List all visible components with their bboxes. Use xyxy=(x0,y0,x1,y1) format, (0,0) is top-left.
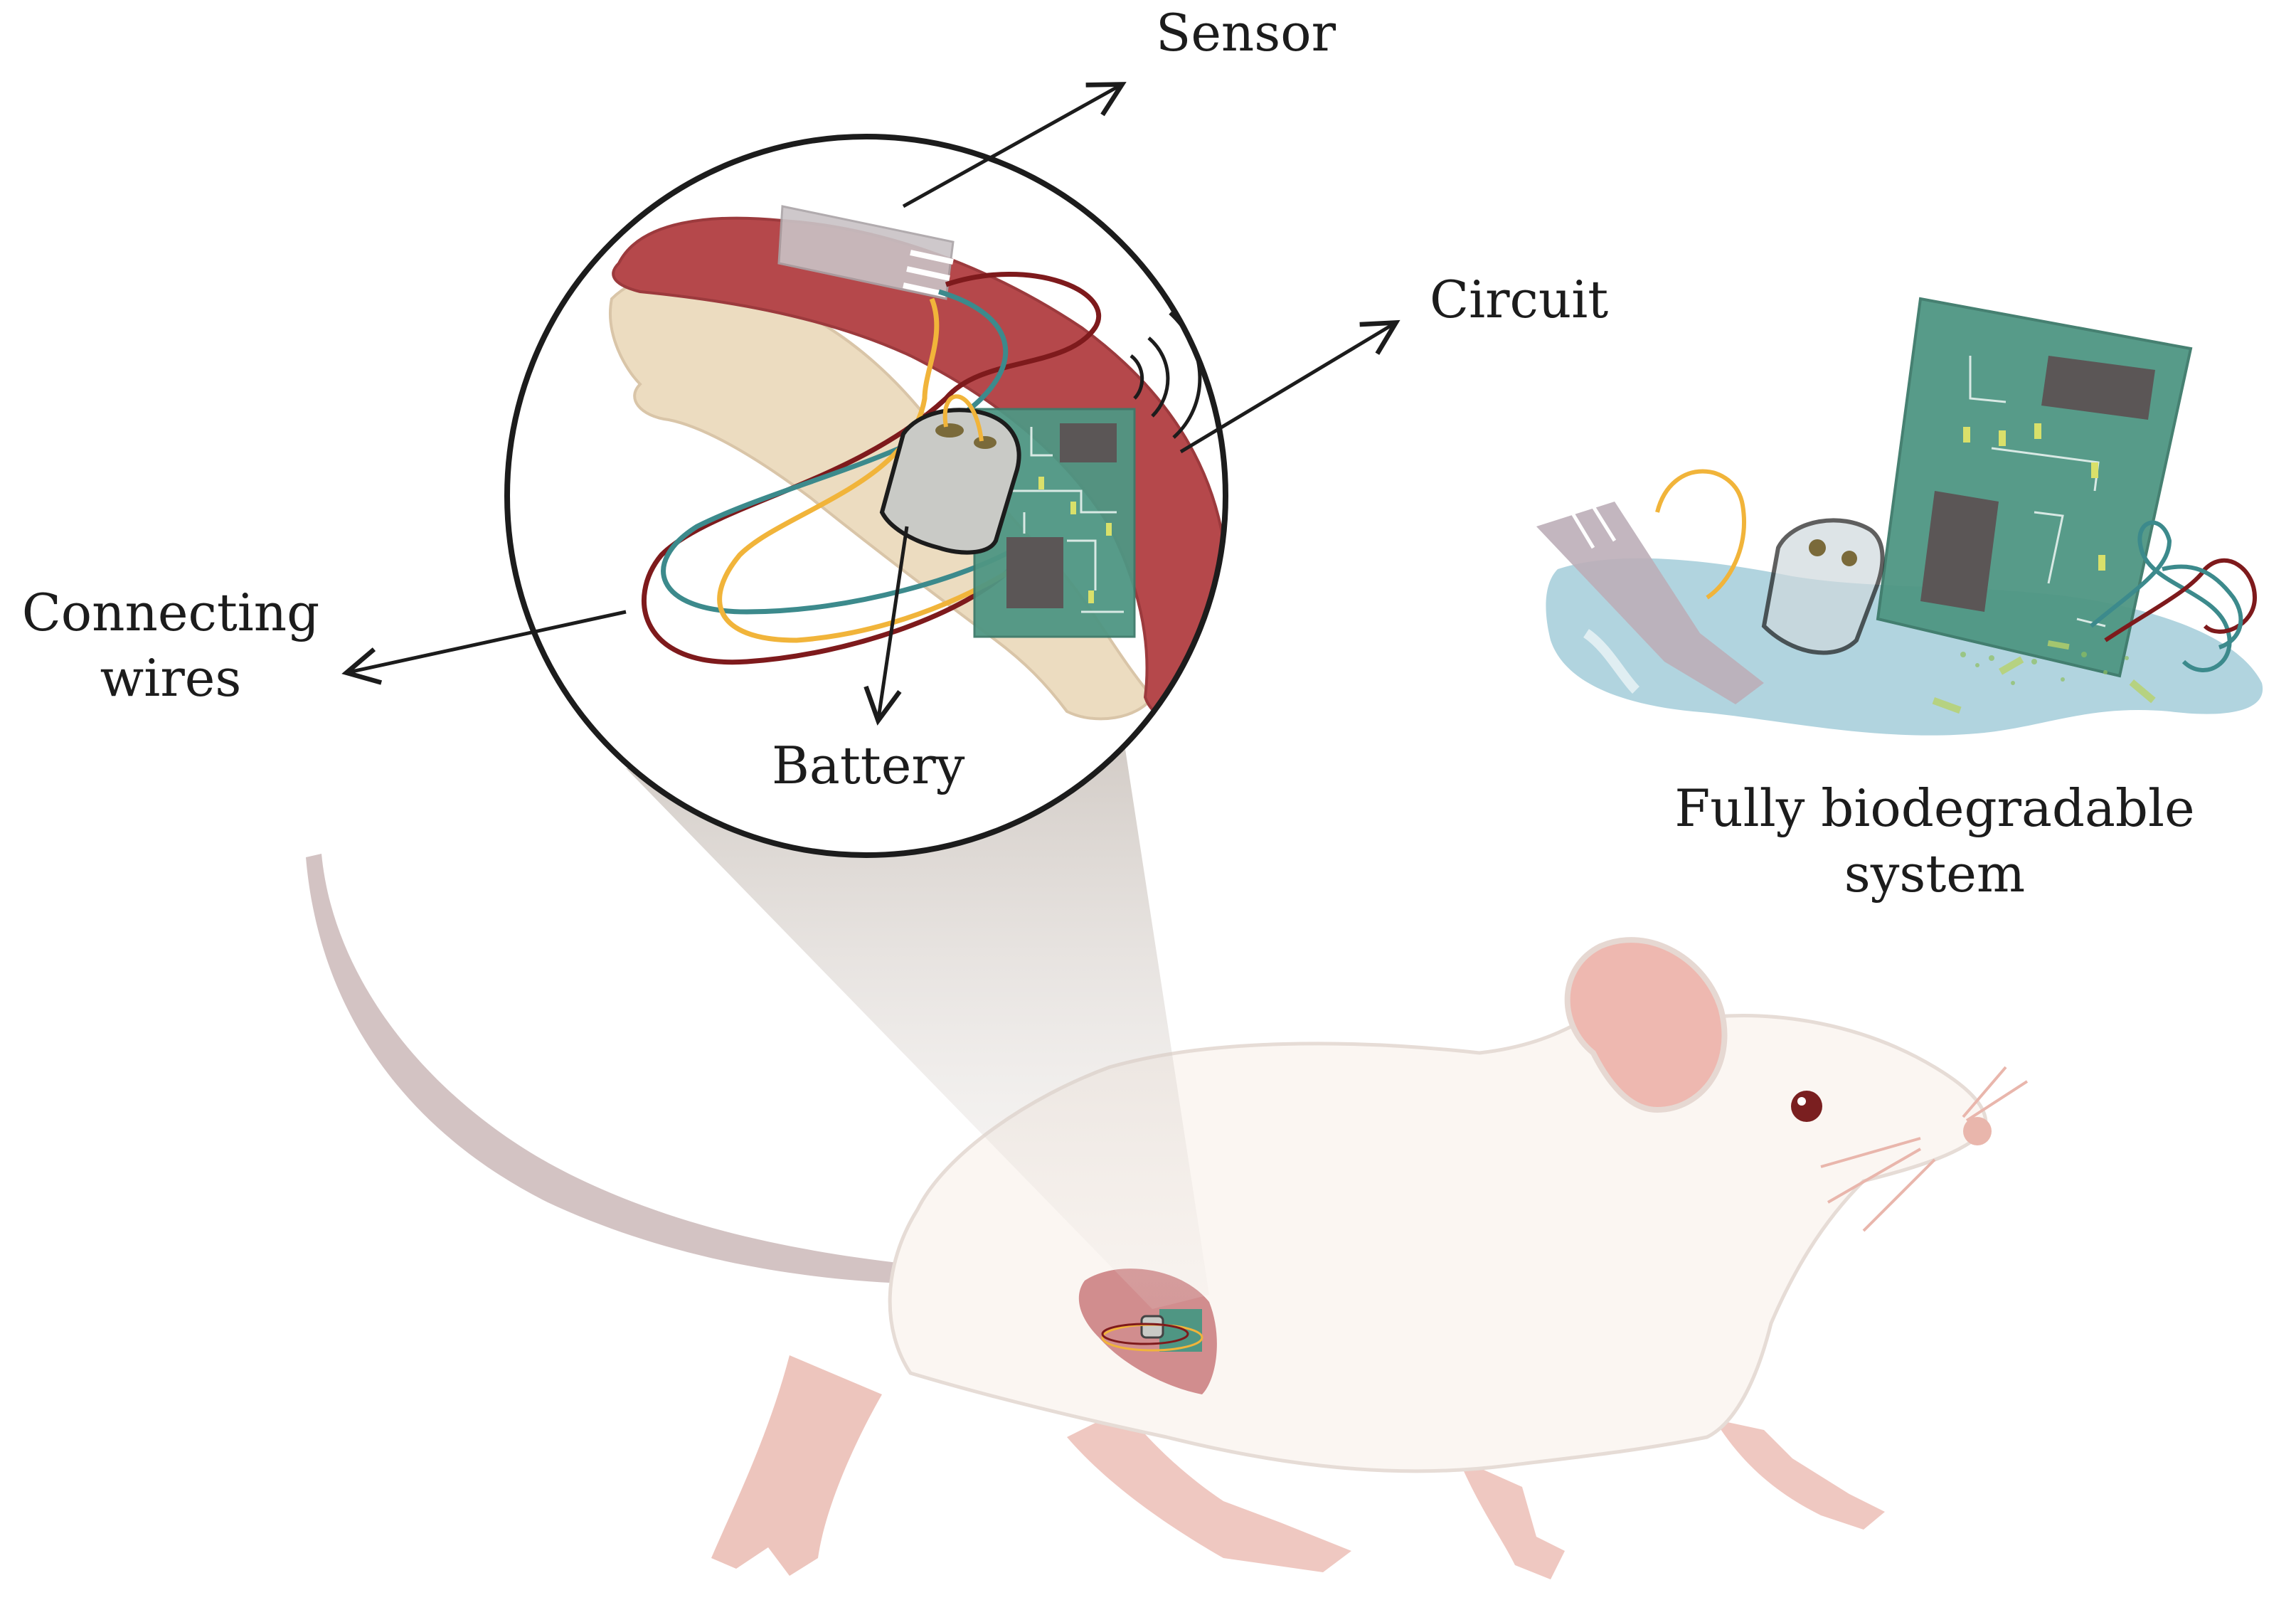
rat-hind-leg xyxy=(711,1355,882,1576)
rat-front-paw xyxy=(1714,1419,1885,1530)
label-connecting-wires-line2: wires xyxy=(100,648,242,709)
magnified-view xyxy=(504,134,1228,858)
rat-front-leg xyxy=(1458,1458,1565,1579)
battery-icon xyxy=(879,394,1021,555)
arrow-sensor xyxy=(902,82,1127,208)
arrow-battery xyxy=(863,526,909,726)
annotation-arrows xyxy=(341,82,1401,726)
label-connecting-wires: Connecting wires xyxy=(7,580,334,711)
rat-eye xyxy=(1791,1091,1822,1122)
sensor-icon xyxy=(777,205,955,300)
label-biodegradable-system: Fully biodegradable system xyxy=(1636,775,2233,906)
biodegradable-system-illustration xyxy=(1536,297,2263,736)
connecting-wires-illustration xyxy=(641,272,1102,665)
label-connecting-wires-line1: Connecting xyxy=(21,583,320,642)
label-biodegradable-line2: system xyxy=(1844,844,2026,904)
label-biodegradable-line1: Fully biodegradable xyxy=(1674,778,2195,838)
magnifier-circle-border xyxy=(504,134,1228,858)
rat-tail xyxy=(306,854,925,1284)
arrow-circuit xyxy=(1179,319,1401,454)
rat-whiskers xyxy=(1820,1066,2029,1232)
rat-hind-foot xyxy=(1067,1409,1351,1572)
label-circuit: Circuit xyxy=(1430,270,1609,329)
label-battery: Battery xyxy=(772,736,965,795)
rat-nose xyxy=(1963,1117,1992,1145)
degrading-circuit-board xyxy=(1876,297,2193,678)
arrow-connecting-wires xyxy=(341,610,627,685)
label-sensor: Sensor xyxy=(1156,3,1336,63)
rat-ear xyxy=(1564,937,1728,1113)
magnification-beam xyxy=(626,740,1209,1309)
